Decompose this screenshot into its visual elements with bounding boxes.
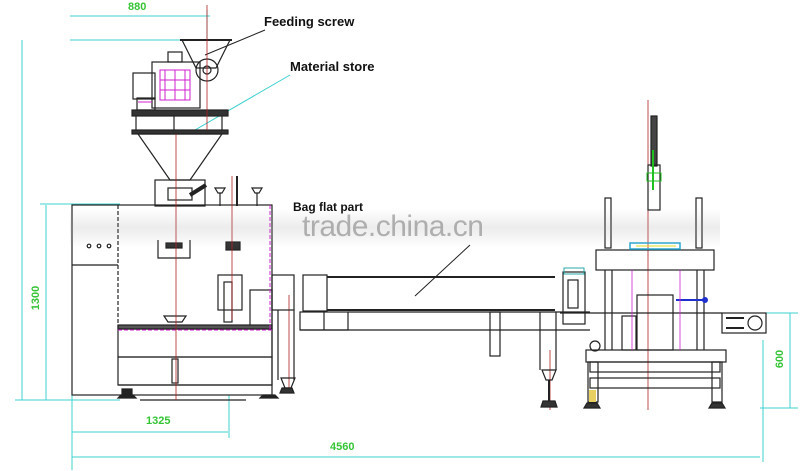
leader-material-store bbox=[194, 74, 291, 131]
filling-machine bbox=[71, 39, 280, 401]
bag-flat-highlights bbox=[589, 150, 708, 402]
dimension-1325: 1325 bbox=[146, 415, 171, 427]
dimension-600: 600 bbox=[774, 349, 787, 369]
gearbox-detail bbox=[118, 69, 272, 331]
label-material-store: Material store bbox=[290, 59, 375, 74]
leader-bag-flat-part bbox=[414, 244, 471, 297]
label-bag-flat-part: Bag flat part bbox=[293, 200, 364, 214]
centerlines bbox=[175, 5, 649, 410]
leader-feeding-screw bbox=[204, 29, 266, 56]
conveyor bbox=[271, 271, 590, 408]
dimension-880: 880 bbox=[128, 1, 147, 13]
label-feeding-screw: Feeding screw bbox=[264, 14, 355, 29]
bag-flat-machine: + bbox=[560, 115, 767, 409]
dimension-4560: 4560 bbox=[330, 441, 355, 453]
watermark: trade.china.cn bbox=[302, 210, 484, 243]
dimension-1300: 1300 bbox=[30, 285, 43, 311]
watermark-smudge bbox=[70, 208, 720, 248]
material-store-hopper bbox=[136, 133, 224, 181]
